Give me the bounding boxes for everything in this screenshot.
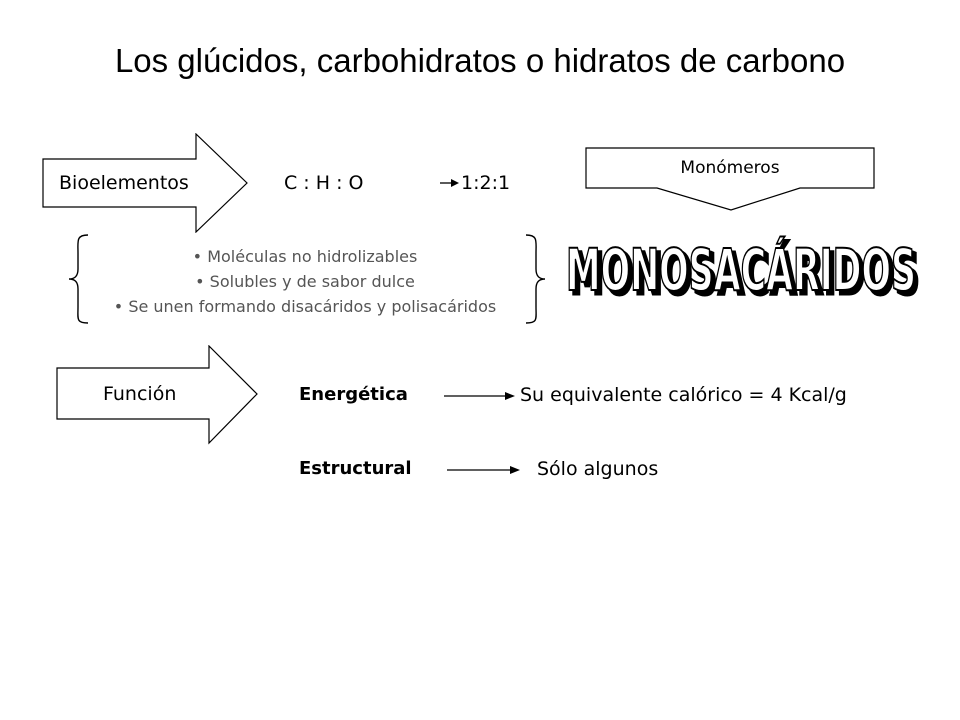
- bioelementos-arrow: Bioelementos: [42, 133, 248, 233]
- estructural-arrow: [447, 466, 520, 474]
- ratio-text: 1:2:1: [461, 172, 511, 194]
- monomeros-label: Monómeros: [680, 158, 780, 178]
- slide-title: Los glúcidos, carbohidratos o hidratos d…: [114, 42, 846, 79]
- energetica-detail: Su equivalente calórico = 4 Kcal/g: [520, 384, 847, 406]
- estructural-label: Estructural: [299, 458, 412, 479]
- property-text: Solubles y de sabor dulce: [209, 272, 415, 291]
- monosacaridos-wordart: MONOSACÁRIDOS MONOSACÁRIDOS: [565, 234, 922, 302]
- estructural-detail: Sólo algunos: [537, 458, 659, 480]
- right-brace: [525, 234, 546, 324]
- left-brace: [68, 234, 89, 324]
- formula-text: C : H : O: [284, 172, 364, 194]
- bullet: •: [113, 297, 124, 316]
- bullet: •: [192, 247, 203, 266]
- property-item: • Se unen formando disacáridos y polisac…: [80, 294, 530, 319]
- funcion-label: Función: [103, 383, 177, 405]
- monosacaridos-text: MONOSACÁRIDOS: [566, 235, 916, 302]
- bioelementos-label: Bioelementos: [59, 172, 189, 194]
- bullet: •: [195, 272, 205, 291]
- properties-list: • Moléculas no hidrolizables • Solubles …: [80, 244, 530, 319]
- monomeros-arrow: Monómeros: [585, 147, 875, 211]
- energetica-label: Energética: [299, 384, 408, 405]
- energetica-arrow: [444, 392, 515, 400]
- property-item: • Solubles y de sabor dulce: [80, 269, 530, 294]
- funcion-arrow-shape: [56, 345, 258, 445]
- monosacaridos-shadow: MONOSACÁRIDOS: [570, 239, 920, 302]
- formula-arrow: [440, 179, 459, 187]
- funcion-arrow: Función: [56, 345, 258, 445]
- property-text: Moléculas no hidrolizables: [207, 247, 418, 266]
- property-text: Se unen formando disacáridos y polisacár…: [128, 297, 497, 316]
- bioelementos-arrow-shape: [42, 133, 248, 233]
- monomeros-arrow-shape: [585, 147, 875, 211]
- property-item: • Moléculas no hidrolizables: [80, 244, 530, 269]
